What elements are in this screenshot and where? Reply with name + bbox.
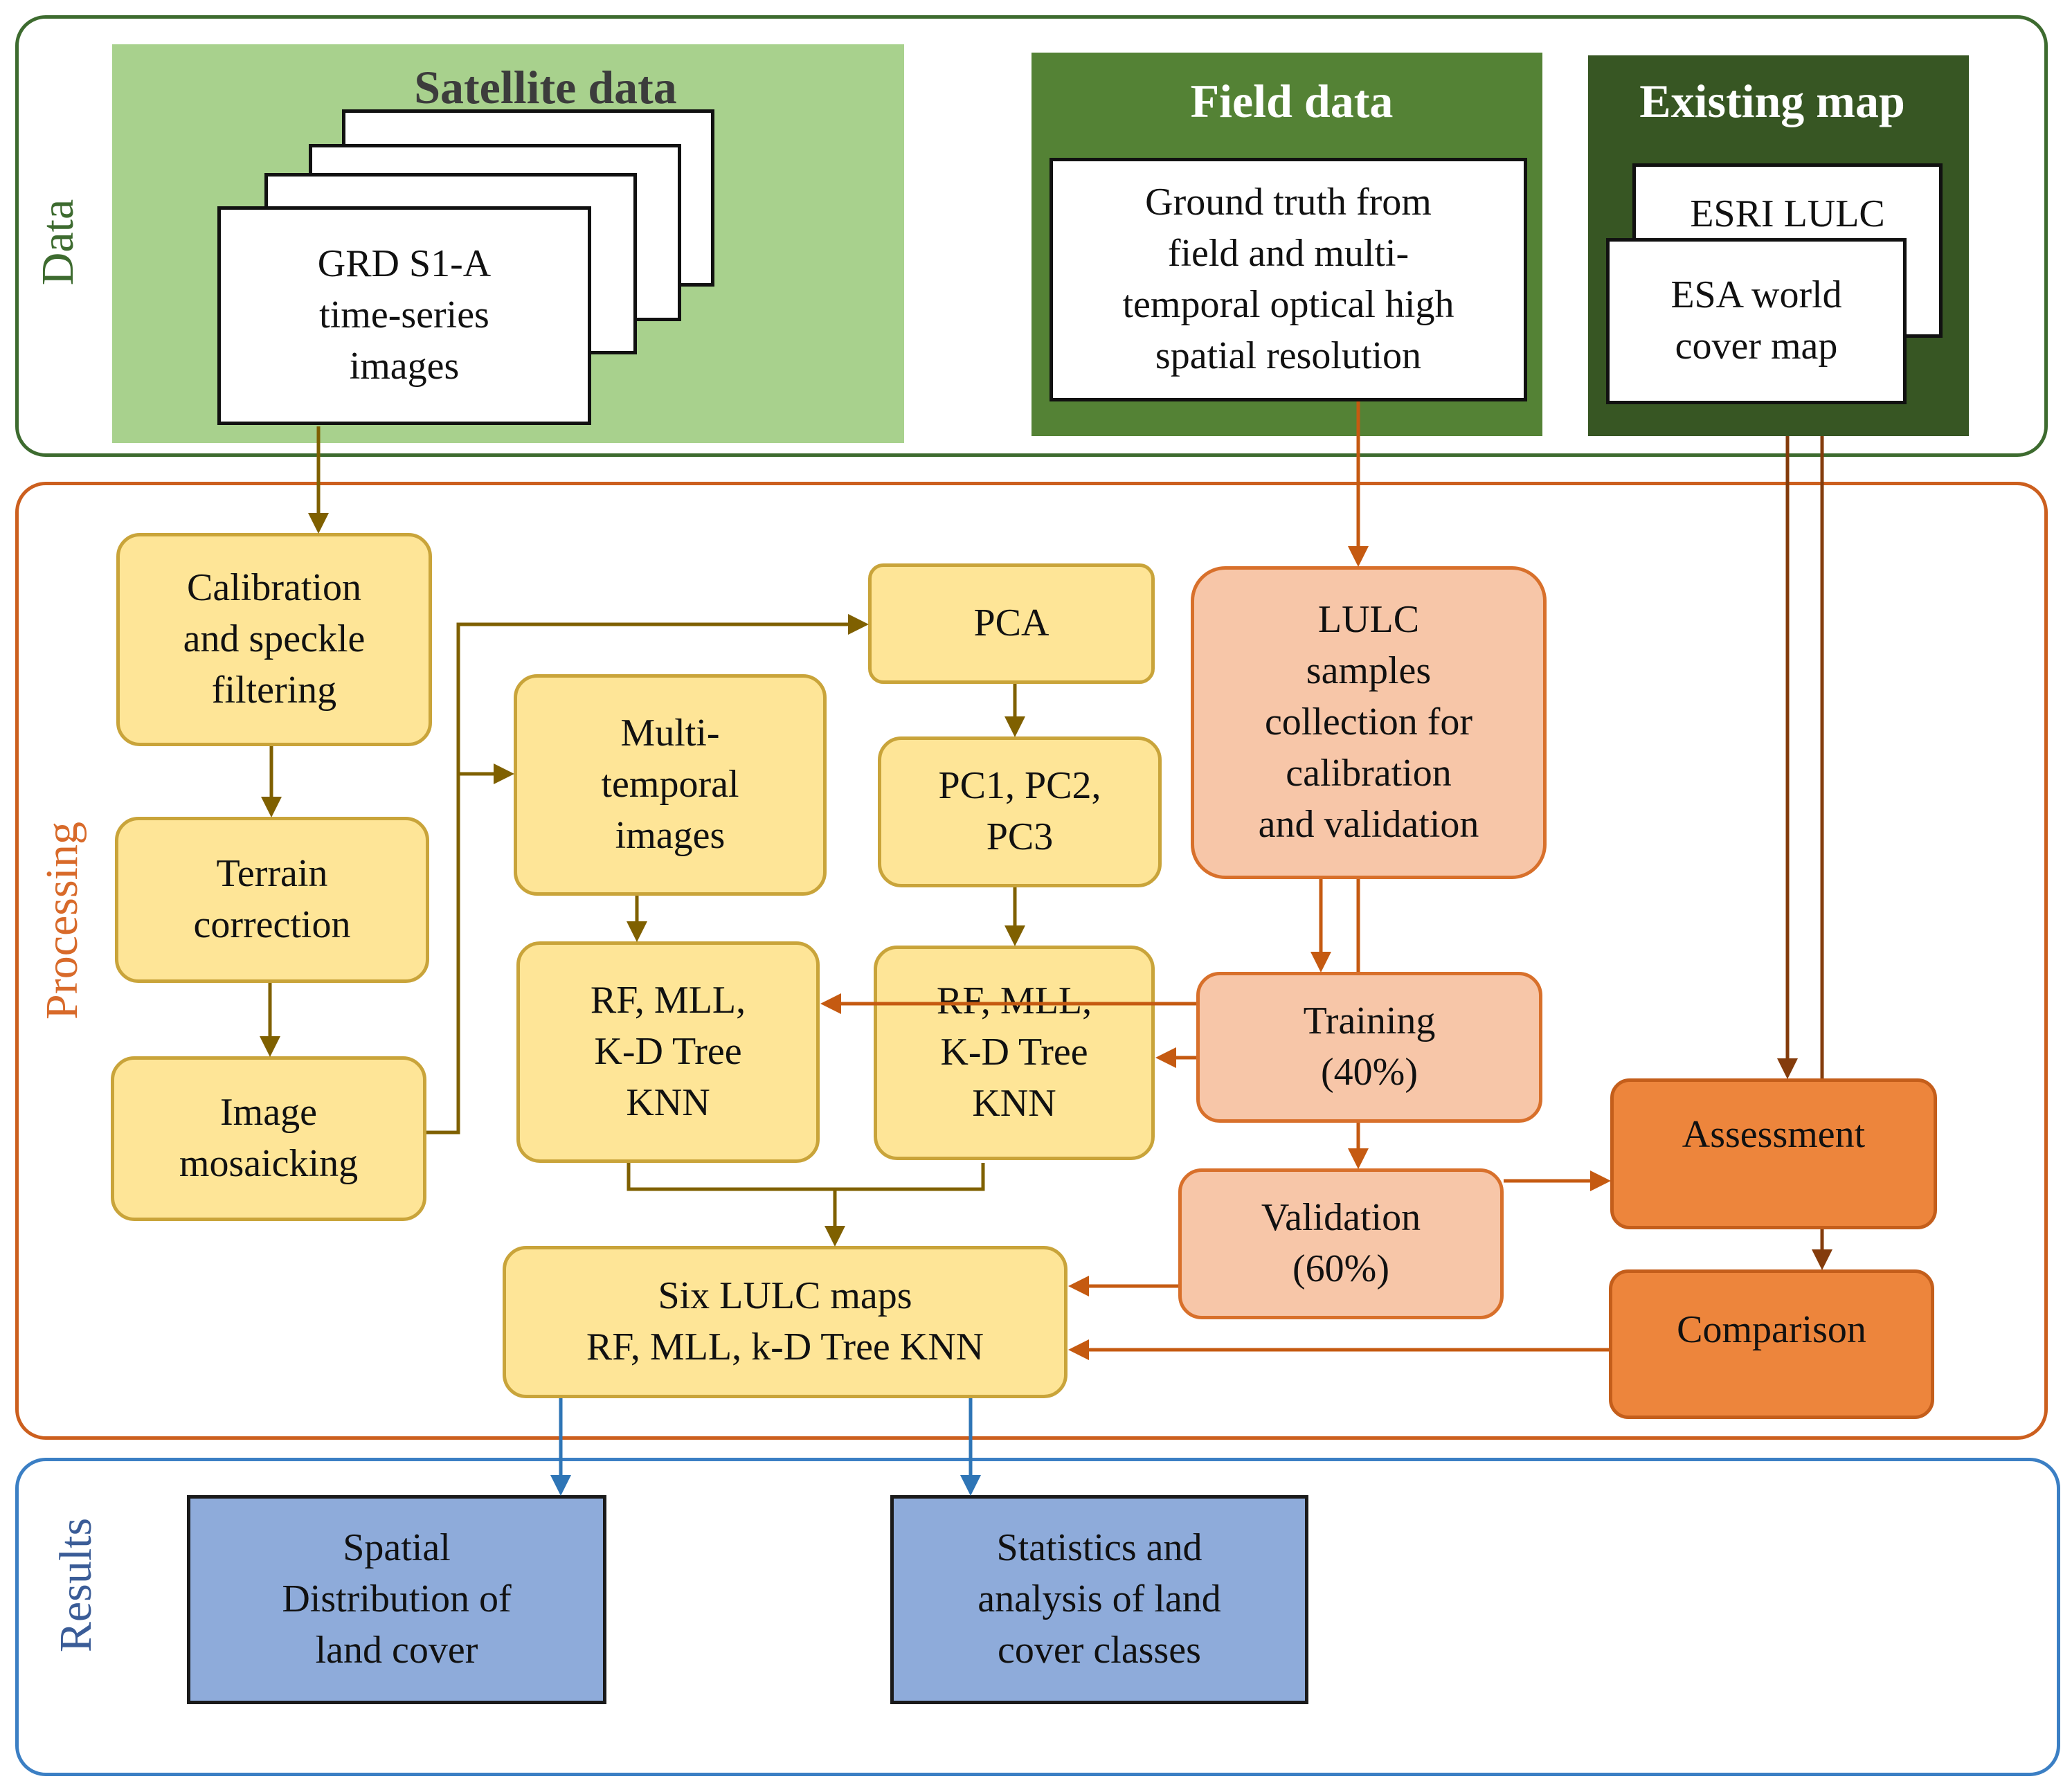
principal-components-box: PC1, PC2, PC3	[878, 736, 1162, 887]
terrain-correction-box: Terrain correction	[115, 817, 429, 983]
existing-map-title: Existing map	[1639, 75, 1905, 127]
ground-truth-box: Ground truth from field and multi- tempo…	[1049, 158, 1527, 401]
esa-world-cover-box: ESA world cover map	[1606, 238, 1907, 404]
satellite-data-title: Satellite data	[414, 61, 677, 114]
validation-box: Validation (60%)	[1178, 1168, 1504, 1319]
grd-s1a-images-box: GRD S1-A time-series images	[217, 206, 591, 425]
six-lulc-maps-box: Six LULC maps RF, MLL, k-D Tree KNN	[503, 1246, 1067, 1398]
processing-section-panel	[15, 482, 2048, 1440]
data-section-panel	[15, 15, 2048, 457]
comparison-box: Comparison	[1609, 1269, 1934, 1419]
calibration-speckle-box: Calibration and speckle filtering	[116, 533, 432, 746]
classifiers-box-right: RF, MLL, K-D Tree KNN	[874, 946, 1155, 1160]
pca-box: PCA	[868, 563, 1155, 684]
multitemporal-images-box: Multi- temporal images	[514, 674, 827, 896]
results-section-panel	[15, 1458, 2060, 1776]
field-data-title: Field data	[1190, 75, 1394, 127]
classifiers-box-left: RF, MLL, K-D Tree KNN	[516, 941, 820, 1163]
spatial-distribution-box: Spatial Distribution of land cover	[187, 1495, 606, 1704]
arrow-mosaicking-to-pca	[426, 614, 869, 1134]
assessment-box: Assessment	[1610, 1078, 1937, 1229]
statistics-analysis-box: Statistics and analysis of land cover cl…	[890, 1495, 1308, 1704]
merge-classifier-outputs	[627, 1163, 985, 1191]
image-mosaicking-box: Image mosaicking	[111, 1056, 426, 1221]
lulc-samples-box: LULC samples collection for calibration …	[1191, 566, 1547, 879]
training-box: Training (40%)	[1196, 972, 1542, 1123]
